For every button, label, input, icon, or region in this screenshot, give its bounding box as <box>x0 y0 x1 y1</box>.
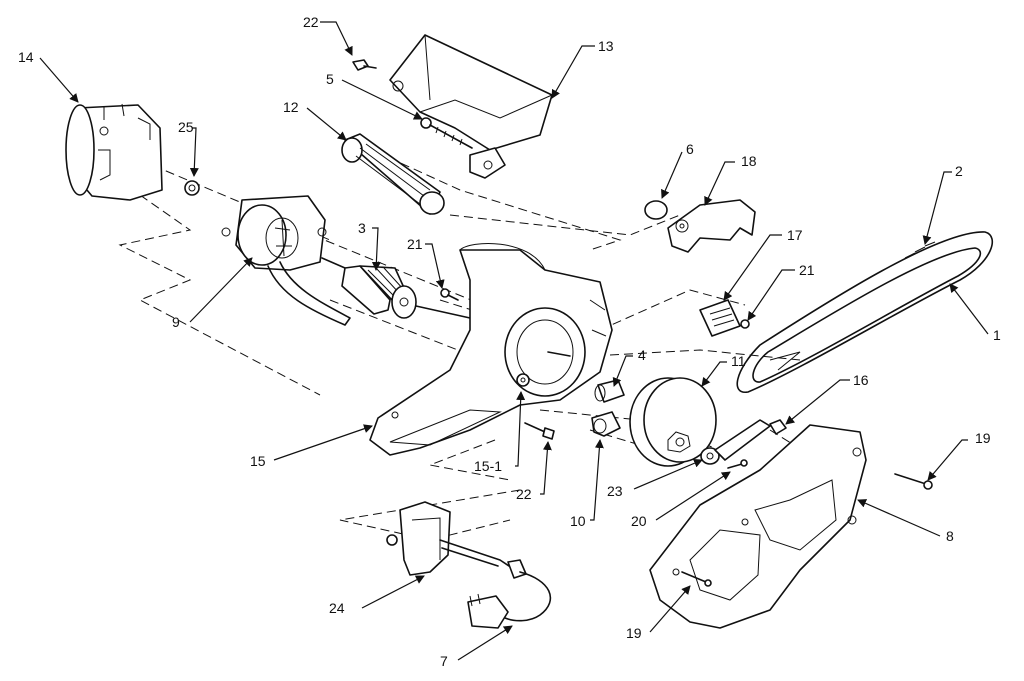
part-13-top-guard <box>389 34 553 179</box>
part-8-side-cover <box>649 424 867 629</box>
part-19-screw-upper <box>894 473 933 490</box>
callout-5: 5 <box>326 71 334 87</box>
part-17-plate <box>699 299 741 337</box>
part-15-1-screw <box>516 373 530 387</box>
callout-2: 2 <box>955 163 963 179</box>
part-2-chain <box>736 231 994 393</box>
part-15-housing <box>369 243 613 456</box>
callout-21-left: 21 <box>407 236 423 252</box>
callout-24: 24 <box>329 600 345 616</box>
part-11-drum <box>629 377 717 467</box>
part-10-sprocket <box>591 411 621 437</box>
callout-11: 11 <box>731 353 746 369</box>
part-19-screw-lower <box>681 571 712 587</box>
part-23-washer <box>700 419 771 465</box>
callout-4: 4 <box>638 347 646 363</box>
part-22-screw-lower <box>524 422 555 440</box>
part-16-nut <box>769 419 787 435</box>
part-21-screw-right <box>740 319 750 329</box>
callout-21-right: 21 <box>799 262 815 278</box>
callout-7: 7 <box>440 653 448 669</box>
part-18-lever <box>667 199 756 253</box>
callout-18: 18 <box>741 153 757 169</box>
part-6-knob <box>644 200 668 220</box>
callout-17: 17 <box>787 227 803 243</box>
callout-13: 13 <box>598 38 614 54</box>
callout-3: 3 <box>358 220 366 236</box>
callout-9: 9 <box>172 314 180 330</box>
part-7-cord-plug <box>467 571 552 629</box>
part-25-washer <box>184 180 200 196</box>
part-21-screw-left <box>440 288 459 301</box>
callout-14: 14 <box>18 49 34 65</box>
callout-22-lower: 22 <box>516 486 532 502</box>
part-20-screw <box>727 459 748 469</box>
callout-12: 12 <box>283 99 299 115</box>
part-4-bushing <box>594 379 625 403</box>
callout-leaders <box>39 21 989 661</box>
callout-23: 23 <box>607 483 623 499</box>
callout-19-lower: 19 <box>626 625 642 641</box>
part-22-screw-top <box>352 59 377 71</box>
callout-10: 10 <box>570 513 586 529</box>
part-9-end-bell <box>221 195 351 326</box>
callout-8: 8 <box>946 528 954 544</box>
callout-6: 6 <box>686 141 694 157</box>
callout-25: 25 <box>178 119 194 135</box>
callout-15: 15 <box>250 453 266 469</box>
part-5-long-screw <box>420 117 473 149</box>
part-1-guide-bar <box>752 247 982 383</box>
callout-16: 16 <box>853 372 869 388</box>
callout-19-upper: 19 <box>975 430 991 446</box>
part-24-switch <box>386 501 527 579</box>
callout-22-top: 22 <box>303 14 319 30</box>
part-14-motor-cap <box>65 103 163 201</box>
callout-20: 20 <box>631 513 647 529</box>
part-12-grip <box>341 133 445 215</box>
callout-15-1: 15-1 <box>474 458 503 474</box>
part-3-armature <box>321 257 471 319</box>
callout-1: 1 <box>993 327 1001 343</box>
